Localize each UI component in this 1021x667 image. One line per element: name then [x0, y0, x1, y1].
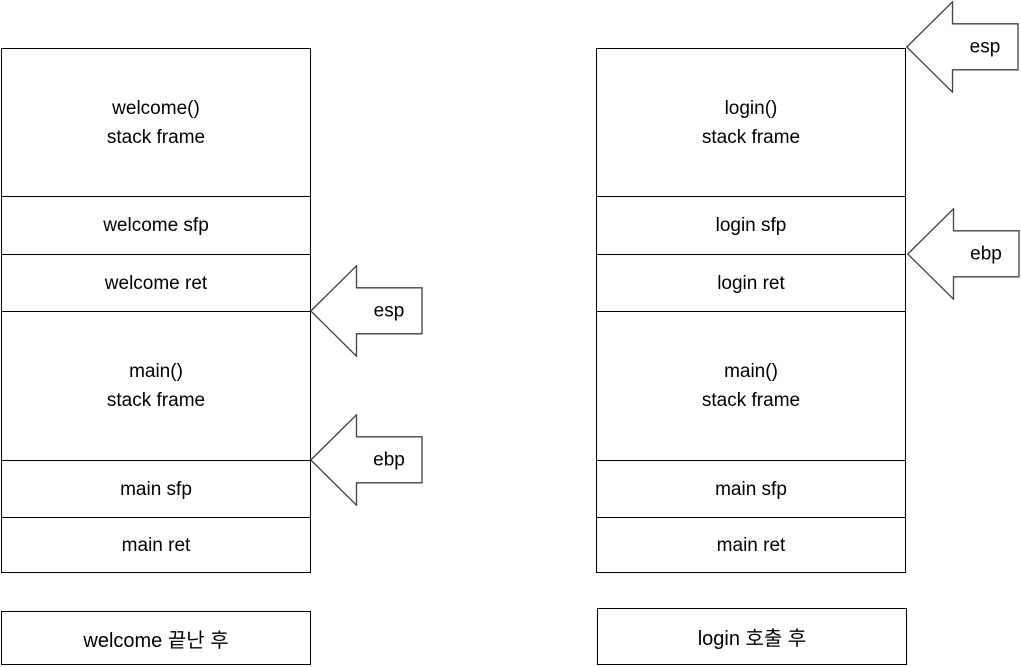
stack-row-login-ret: login ret [597, 254, 905, 311]
stack-row-main-ret: main ret [597, 517, 905, 572]
ebp-arrow-right-label: ebp [970, 244, 1002, 265]
esp-arrow-left-label: esp [374, 301, 405, 322]
left-caption: welcome 끝난 후 [1, 611, 311, 665]
stack-row-main-frame: main() stack frame [2, 311, 310, 460]
stack-row-welcome-sfp: welcome sfp [2, 196, 310, 254]
esp-arrow-right: esp [906, 1, 1019, 93]
arrow-shape [310, 265, 423, 357]
right-caption: login 호출 후 [597, 608, 907, 665]
stack-row-main-frame: main() stack frame [597, 311, 905, 460]
arrow-shape [906, 1, 1019, 93]
esp-arrow-left: esp [310, 265, 423, 357]
stack-row-main-sfp: main sfp [2, 460, 310, 517]
ebp-arrow-left: ebp [310, 414, 423, 506]
ebp-arrow-right: ebp [907, 208, 1020, 300]
right-stack-box: login() stack frame login sfp login ret … [596, 48, 906, 573]
arrow-shape [907, 208, 1020, 300]
left-stack-box: welcome() stack frame welcome sfp welcom… [1, 48, 311, 573]
arrow-shape [310, 414, 423, 506]
stack-row-main-ret: main ret [2, 517, 310, 572]
stack-row-login-frame: login() stack frame [701, 97, 801, 148]
stack-row-main-sfp: main sfp [597, 460, 905, 517]
stack-row-welcome-ret: welcome ret [2, 254, 310, 311]
ebp-arrow-left-label: ebp [373, 450, 405, 471]
stack-row-welcome-frame: welcome() stack frame [106, 97, 206, 148]
stack-row-login-sfp: login sfp [597, 196, 905, 254]
esp-arrow-right-label: esp [970, 37, 1001, 58]
